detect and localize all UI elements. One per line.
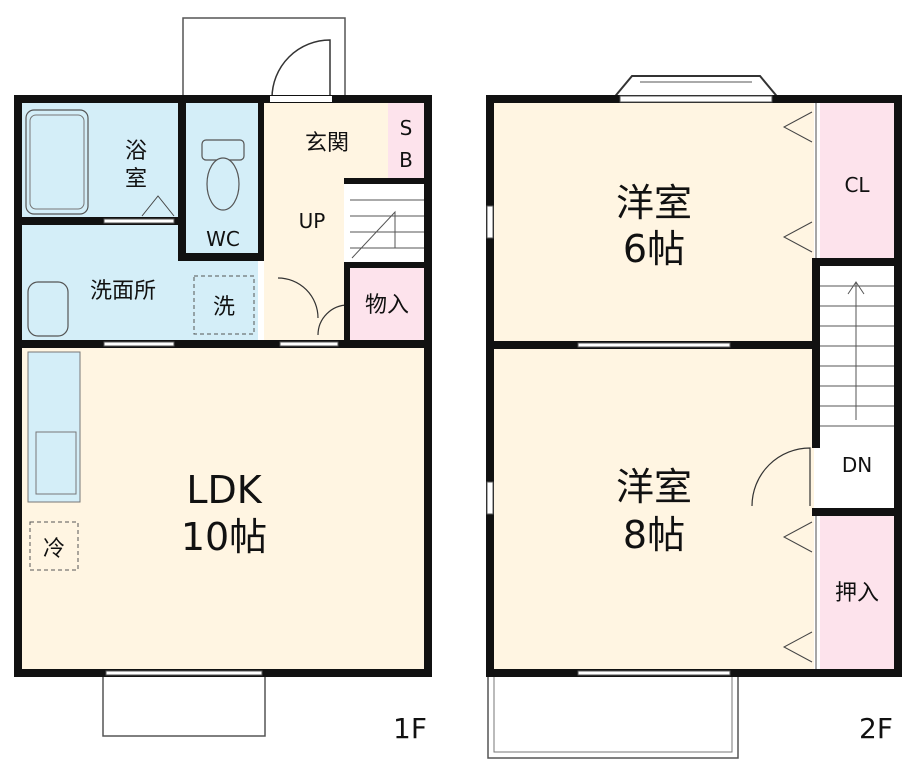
bathtub-inner xyxy=(29,114,85,210)
shoebox-label-2: B xyxy=(399,148,413,172)
western-8-label-2: 8帖 xyxy=(623,513,685,557)
window-2f-mid xyxy=(577,342,731,348)
oshiire-floor xyxy=(820,516,894,670)
closet-floor xyxy=(820,103,894,258)
porch-opening xyxy=(270,96,332,102)
floor-2f: 洋室 6帖 CL 洋室 8帖 DN 押入 2F xyxy=(486,75,902,759)
floor-label-2f: 2F xyxy=(859,712,893,745)
fridge-label: 冷 xyxy=(43,537,65,562)
window-washroom xyxy=(103,341,175,347)
bathtub xyxy=(25,109,89,215)
wc-label: WC xyxy=(206,227,240,251)
floor-label-1f: 1F xyxy=(393,712,427,745)
oshiire-label: 押入 xyxy=(835,581,879,606)
western-6-label-2: 6帖 xyxy=(623,227,685,271)
western-8-floor xyxy=(494,348,814,670)
opening-hall xyxy=(279,341,339,347)
western-6-label-1: 洋室 xyxy=(616,181,692,225)
storage-floor xyxy=(350,268,424,340)
shoebox-floor xyxy=(388,103,424,178)
bath-entry-triangle xyxy=(141,195,175,217)
entrance-door xyxy=(271,39,331,99)
entrance-floor xyxy=(264,103,388,178)
ldk-label-2: 10帖 xyxy=(181,515,267,559)
balcony-2f xyxy=(487,675,739,759)
hall-floor xyxy=(264,178,344,340)
western-8-label-1: 洋室 xyxy=(616,465,692,509)
garden-step xyxy=(102,675,266,737)
washroom-label: 洗面所 xyxy=(90,279,156,304)
stairs-up-label: UP xyxy=(299,209,326,233)
shoebox-label-1: S xyxy=(400,116,413,140)
toilet-bowl xyxy=(206,157,240,211)
toilet-tank xyxy=(201,139,245,161)
washer-space xyxy=(193,275,255,335)
stairs-2f xyxy=(820,281,894,427)
window-2f-bottom xyxy=(577,670,731,676)
opening-bath xyxy=(103,218,175,224)
stairs-down-label: DN xyxy=(842,453,872,477)
stairs-1f-floor xyxy=(350,183,424,263)
bath-label-2: 室 xyxy=(125,167,147,192)
western-6-floor xyxy=(494,103,814,341)
window-ldk-bottom xyxy=(105,670,263,676)
bay-window-opening xyxy=(619,95,773,103)
ldk-label-1: LDK xyxy=(186,468,262,512)
entrance-label: 玄関 xyxy=(305,131,349,156)
vanity-sink xyxy=(27,281,69,337)
closet-label: CL xyxy=(844,173,870,197)
sink xyxy=(35,431,77,495)
window-2f-left-bottom xyxy=(486,481,494,515)
bath-label-1: 浴 xyxy=(125,139,147,164)
stairs-1f xyxy=(350,199,424,259)
washer-label: 洗 xyxy=(213,295,235,320)
hall-door xyxy=(277,277,319,319)
floor-1f: 浴 室 玄関 S B WC UP 洗面所 洗 物入 LDK 10帖 冷 1F xyxy=(14,17,432,745)
ldk-floor xyxy=(22,348,424,670)
closet-doors xyxy=(782,111,813,663)
fridge-space xyxy=(29,521,79,571)
room-8-door xyxy=(751,447,811,507)
window-2f-left-top xyxy=(486,205,494,239)
storage-door xyxy=(317,304,349,336)
storage-label: 物入 xyxy=(365,293,409,318)
